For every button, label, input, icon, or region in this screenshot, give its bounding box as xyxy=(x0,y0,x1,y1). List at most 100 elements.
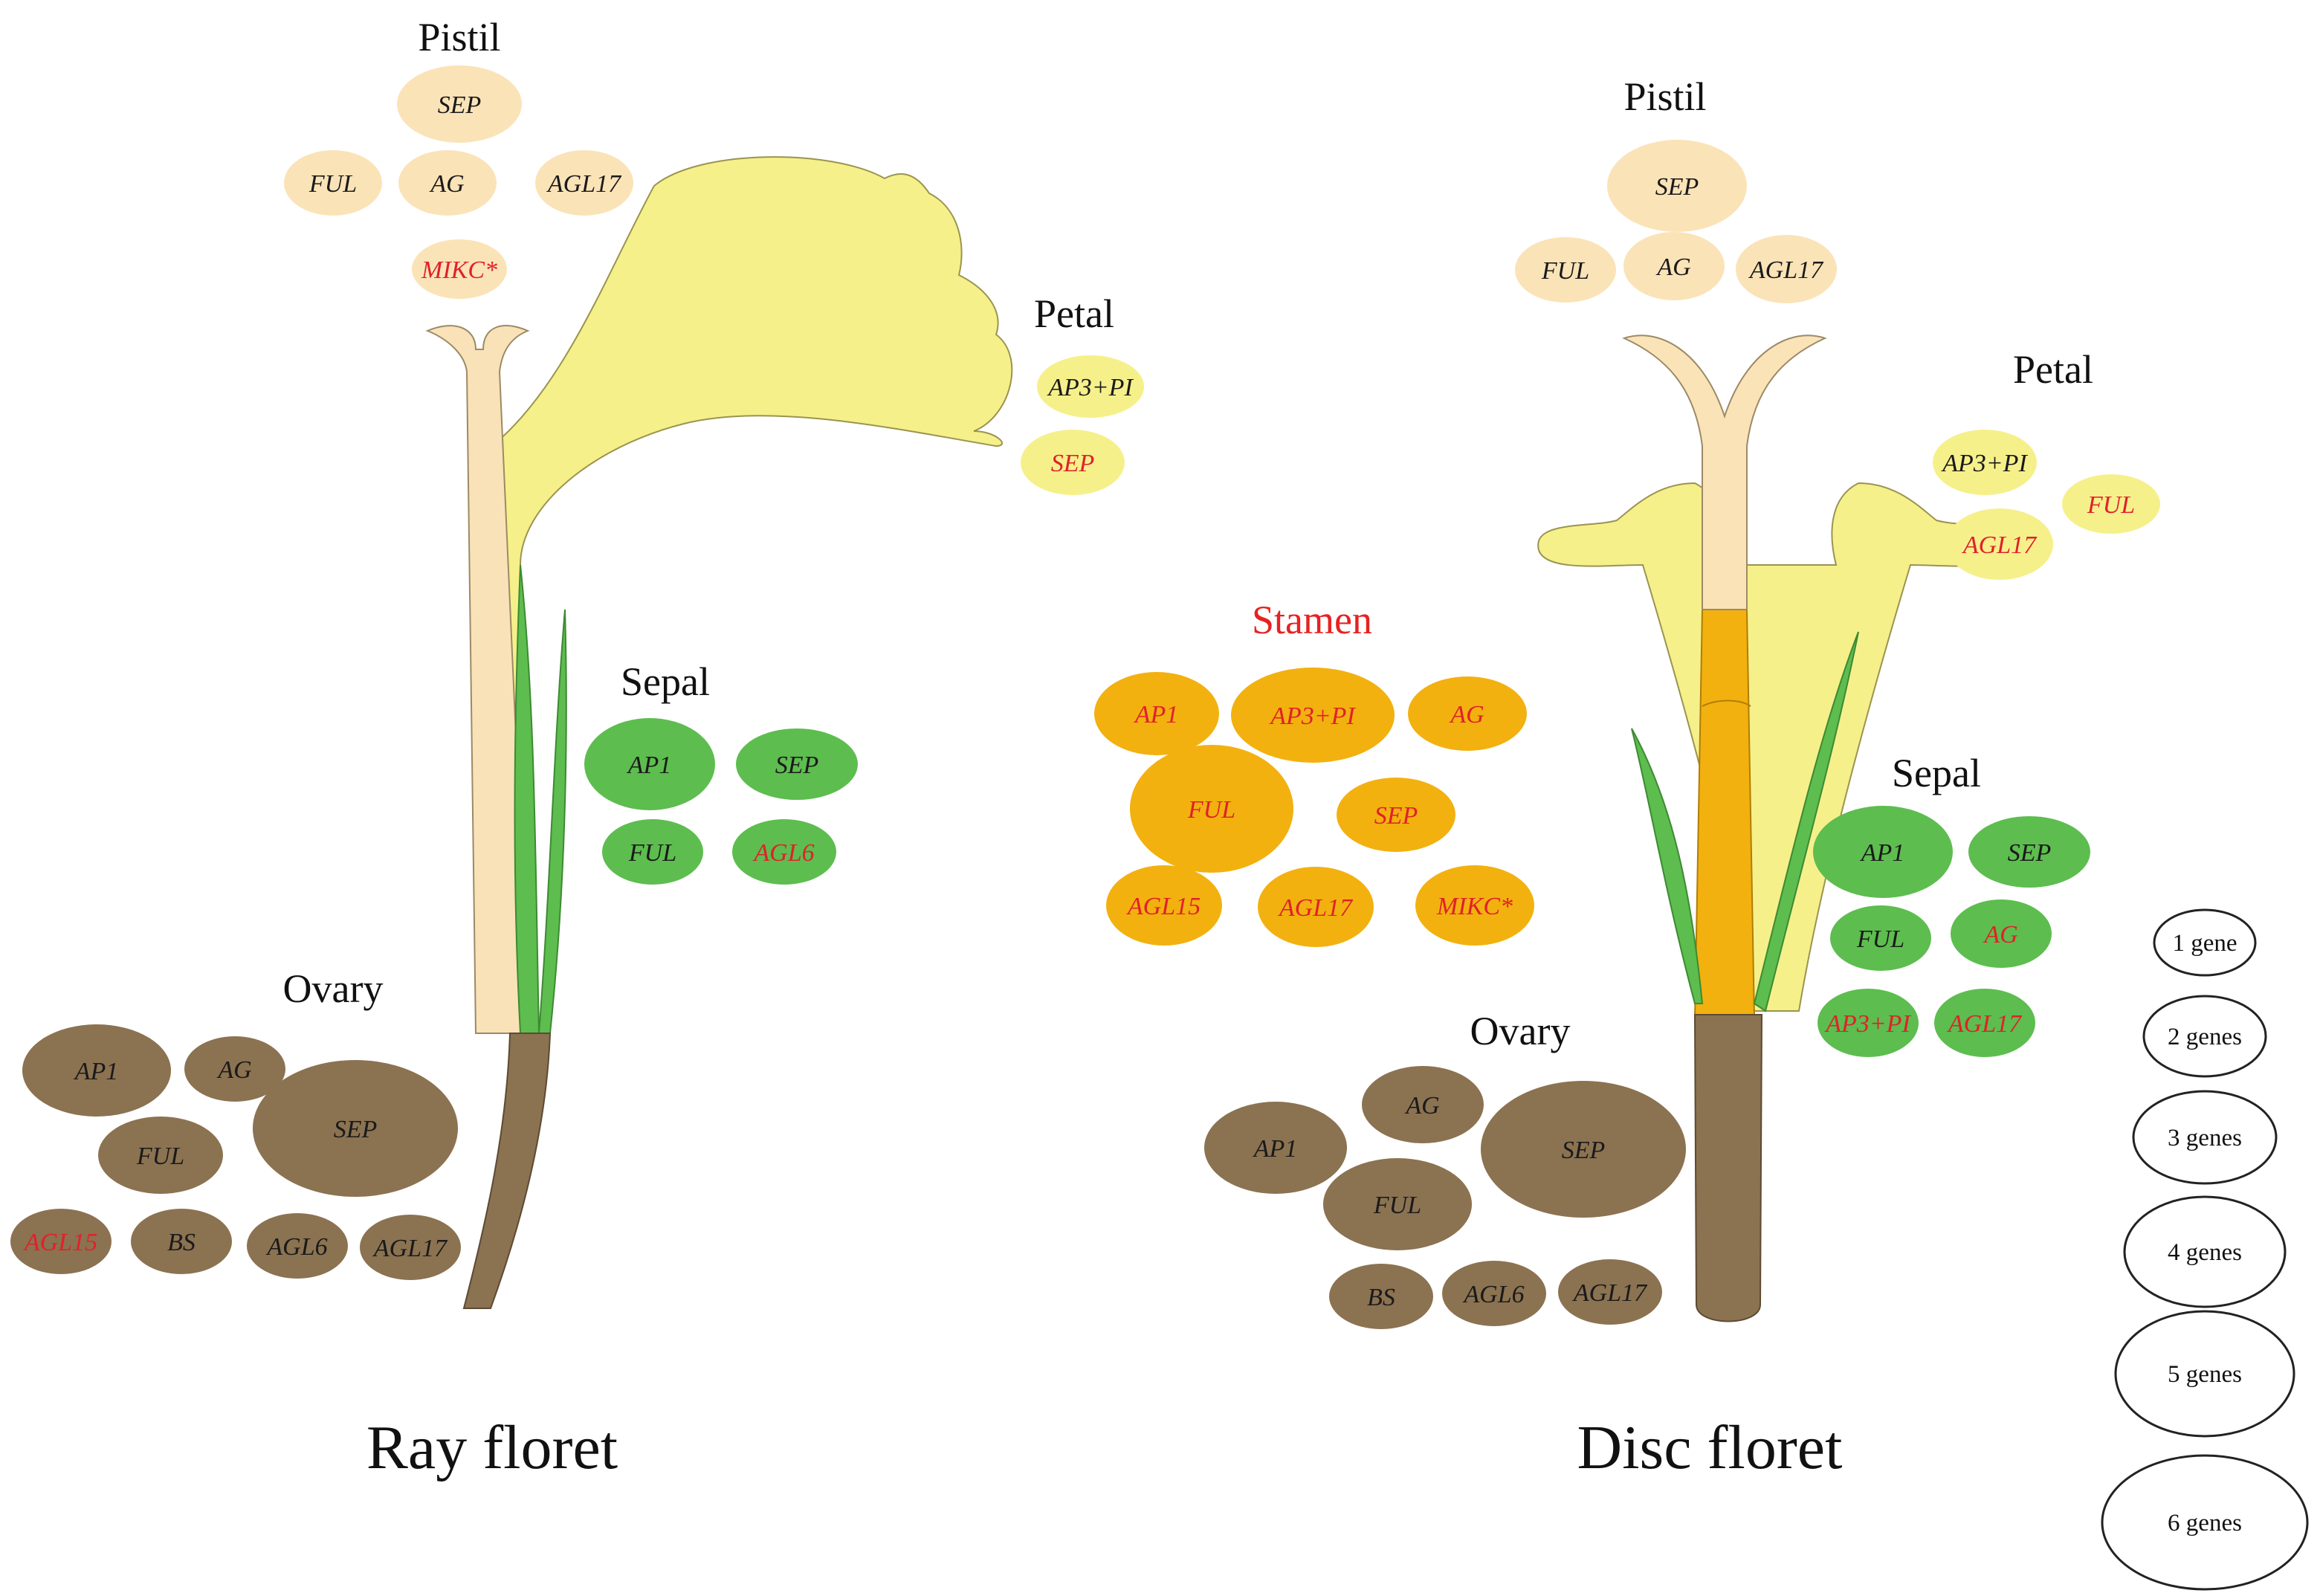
disc-petal-gene-agl17: AGL17 xyxy=(1946,508,2053,580)
ray-pistil-style xyxy=(425,325,531,1034)
legend-ellipse xyxy=(2114,1310,2295,1438)
gene-label: AP3+PI xyxy=(1824,1010,1911,1038)
disc-pistil-gene-ful: FUL xyxy=(1515,237,1616,303)
ray-sepal-gene-ap1: AP1 xyxy=(584,718,715,810)
gene-label: AG xyxy=(1449,701,1484,728)
ray-pistil-label: Pistil xyxy=(418,15,500,59)
stamen-label: Stamen xyxy=(1252,598,1372,642)
gene-bubble xyxy=(1037,355,1144,418)
gene-bubble xyxy=(1021,430,1125,495)
legend-label: 6 genes xyxy=(2168,1510,2242,1537)
gene-label: AG xyxy=(1404,1092,1439,1120)
gene-label: SEP xyxy=(775,752,819,779)
gene-label: BS xyxy=(1367,1284,1395,1311)
legend-item-3: 3 genes xyxy=(2132,1090,2278,1185)
gene-bubble xyxy=(1415,865,1534,946)
gene-label: AG xyxy=(1655,253,1690,281)
ray-pistil-gene-ful: FUL xyxy=(284,150,382,216)
gene-bubble xyxy=(398,150,497,216)
ray-ovary-gene-ag: AG xyxy=(184,1036,285,1102)
ray-ovary-gene-agl15: AGL15 xyxy=(10,1209,112,1274)
gene-bubble xyxy=(1481,1081,1686,1218)
stamen-gene-agl17: AGL17 xyxy=(1258,867,1374,947)
gene-label: SEP xyxy=(2008,839,2052,867)
gene-bubble xyxy=(1442,1261,1546,1326)
gene-bubble xyxy=(1968,816,2090,888)
stamen-gene-ful: FUL xyxy=(1130,745,1293,873)
gene-bubble xyxy=(1204,1102,1347,1194)
legend-ellipse xyxy=(2132,1090,2278,1185)
gene-bubble xyxy=(2062,474,2160,534)
disc-stamen-line xyxy=(1702,700,1751,707)
disc-pistil-gene-ag: AG xyxy=(1623,232,1725,300)
gene-bubble xyxy=(1258,867,1374,947)
gene-label: AG xyxy=(216,1056,251,1084)
gene-bubble xyxy=(1934,989,2035,1057)
disc-ovary-gene-agl6: AGL6 xyxy=(1442,1261,1546,1326)
disc-ovary-gene-agl17: AGL17 xyxy=(1558,1259,1662,1325)
disc-pistil-style xyxy=(1622,335,1827,610)
ray-petal-gene-sep: SEP xyxy=(1021,430,1125,495)
disc-corolla-shape xyxy=(1537,482,2016,1012)
legend-ellipse xyxy=(2153,908,2257,977)
stamen-gene-sep: SEP xyxy=(1337,778,1455,852)
gene-label: AGL17 xyxy=(1278,894,1354,922)
gene-bubble xyxy=(284,150,382,216)
disc-ovary-gene-sep: SEP xyxy=(1481,1081,1686,1218)
gene-label: MIKC* xyxy=(1436,893,1513,920)
stamen-gene-ap1: AP1 xyxy=(1094,672,1219,755)
gene-label: FUL xyxy=(1373,1192,1421,1219)
gene-bubble xyxy=(360,1215,461,1280)
gene-bubble xyxy=(736,728,858,800)
gene-label: AG xyxy=(1983,921,2017,949)
ray-ovary-label: Ovary xyxy=(283,966,384,1011)
gene-bubble xyxy=(1515,237,1616,303)
legend-item-2: 2 genes xyxy=(2142,995,2267,1078)
gene-label: BS xyxy=(167,1229,196,1256)
stamen-gene-ap3-pi: AP3+PI xyxy=(1231,668,1395,763)
ray-ovary-gene-ap1: AP1 xyxy=(22,1024,171,1117)
gene-bubble xyxy=(1106,865,1222,946)
gene-bubble xyxy=(1946,508,2053,580)
legend-item-1: 1 gene xyxy=(2153,908,2257,977)
legend-ellipse xyxy=(2142,995,2267,1078)
legend-label: 5 genes xyxy=(2168,1361,2242,1388)
disc-sepal-gene-agl17: AGL17 xyxy=(1934,989,2035,1057)
ray-pistil-gene-sep: SEP xyxy=(397,65,522,143)
gene-label: FUL xyxy=(1856,925,1904,953)
ray-ovary-gene-ful: FUL xyxy=(98,1117,223,1194)
gene-bubble xyxy=(1607,140,1747,232)
disc-ovary-label: Ovary xyxy=(1470,1009,1571,1053)
gene-label: AP1 xyxy=(627,752,672,779)
gene-label: FUL xyxy=(2087,491,2135,519)
legend-ellipse xyxy=(2101,1454,2309,1591)
ray-sepal-shape-2 xyxy=(537,609,567,1034)
gene-bubble xyxy=(1933,430,2037,495)
disc-ovary-shape xyxy=(1693,1014,1763,1322)
disc-pistil-label: Pistil xyxy=(1623,74,1706,119)
gene-bubble xyxy=(732,819,836,885)
ray-pistil-gene-ag: AG xyxy=(398,150,497,216)
legend-label: 3 genes xyxy=(2168,1125,2242,1151)
gene-label: AGL15 xyxy=(23,1229,97,1256)
gene-label: AGL17 xyxy=(1748,256,1824,284)
ray-floret-illustration xyxy=(425,156,1013,1309)
disc-sepal-shape-left xyxy=(1631,728,1704,1004)
disc-sepal-gene-ap3-pi: AP3+PI xyxy=(1817,989,1919,1057)
disc-floret-illustration xyxy=(1537,335,2016,1322)
gene-label: AGL17 xyxy=(1572,1279,1648,1307)
ray-petal-gene-ap3-pi: AP3+PI xyxy=(1037,355,1144,418)
gene-bubble xyxy=(602,819,703,885)
disc-sepal-gene-ful: FUL xyxy=(1830,905,1931,971)
gene-label: FUL xyxy=(308,170,357,198)
disc-petal-label: Petal xyxy=(2013,347,2093,392)
gene-label: AP1 xyxy=(1134,701,1179,728)
gene-bubble xyxy=(1130,745,1293,873)
gene-bubble xyxy=(1337,778,1455,852)
gene-bubble xyxy=(98,1117,223,1194)
gene-label: AGL17 xyxy=(372,1235,448,1262)
gene-label: AGL6 xyxy=(1462,1281,1524,1308)
